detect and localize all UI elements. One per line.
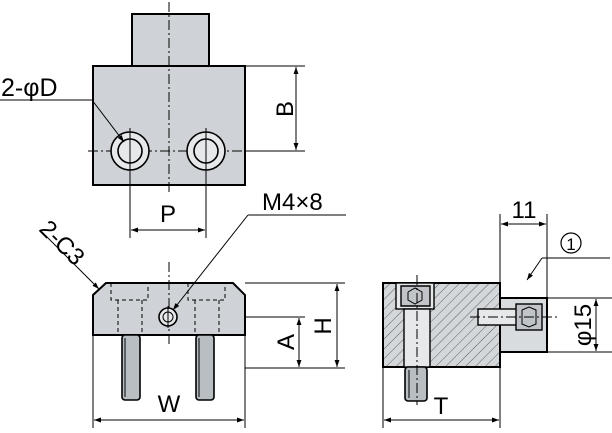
chamfer-label: 2-C3 — [34, 215, 90, 271]
dim-a-label: A — [273, 334, 300, 350]
front-threaded-hole — [158, 306, 178, 328]
dim-p-label: P — [160, 201, 176, 228]
ref-number-label: 1 — [566, 235, 575, 254]
dim-b-label: B — [272, 101, 299, 117]
ref-leader-arrow — [526, 257, 543, 281]
cap-screw-head — [400, 285, 431, 307]
bore-label: 2-φD — [1, 74, 58, 102]
stud-right — [195, 334, 215, 401]
dia15-label: φ15 — [570, 304, 597, 346]
thread-leader-arrow — [172, 214, 249, 311]
bore-leader-arrow — [91, 99, 125, 143]
ref-balloon — [560, 232, 582, 254]
dim-11-label: 11 — [512, 197, 537, 224]
side-set-screw-hex — [521, 306, 537, 328]
hidden-counterbore-left — [110, 283, 149, 301]
side-view: 11 1 φ15 T — [382, 197, 612, 428]
top-boss — [131, 13, 210, 67]
dim-t-label: T — [434, 393, 449, 420]
side-stud — [404, 366, 428, 402]
chamfer-leader-line — [41, 231, 100, 290]
front-view: M4×8 2-C3 A H W — [34, 189, 346, 428]
dim-w-label: W — [158, 391, 181, 418]
dim-h-label: H — [310, 317, 337, 334]
cap-screw-hex — [407, 287, 423, 305]
thread-label: M4×8 — [262, 189, 323, 216]
counterbore-hole-right — [186, 128, 226, 174]
stud-left — [121, 334, 141, 401]
top-view: 2-φD B P — [0, 2, 305, 238]
